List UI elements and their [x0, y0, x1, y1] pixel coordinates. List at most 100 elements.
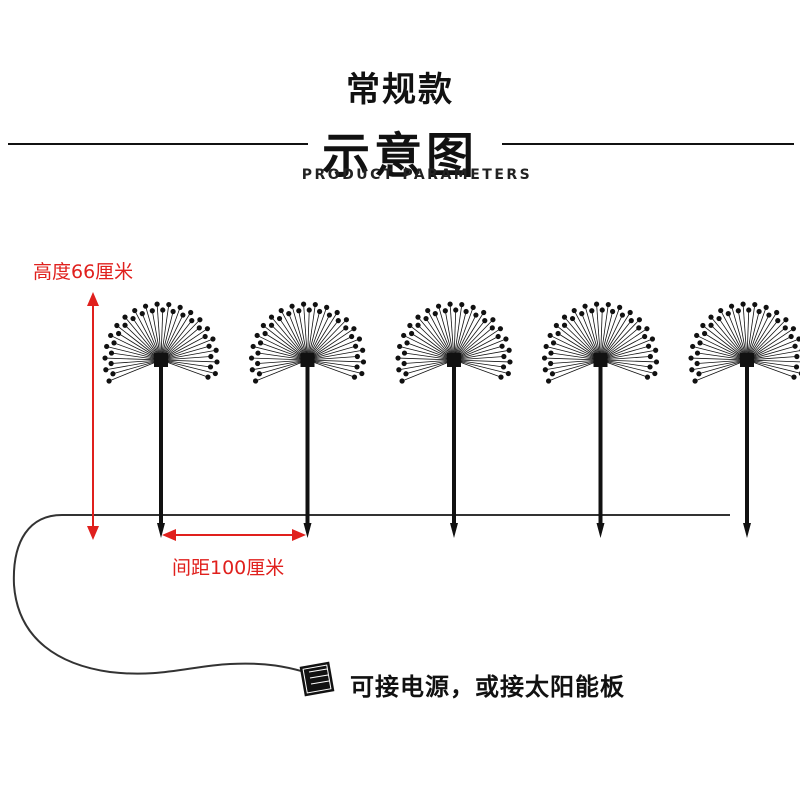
lamp-bead: [550, 340, 557, 346]
lamp-bead: [403, 371, 409, 377]
lamp-bead: [104, 343, 110, 350]
lamp-ray: [746, 310, 750, 361]
lamp-ray: [307, 359, 364, 363]
lamp-bead: [103, 367, 109, 373]
lamp-ray: [720, 310, 748, 361]
lamp-bead: [111, 340, 117, 346]
lamp-ray: [257, 352, 308, 361]
lamp-bead: [506, 347, 512, 353]
lamp-ray: [111, 352, 162, 361]
lamp-bead: [425, 307, 431, 314]
lamp-ray: [698, 359, 748, 375]
lamp-bead: [647, 353, 653, 360]
lamp-bead: [214, 359, 220, 365]
lamp-bead: [498, 374, 504, 380]
lamp-bead: [401, 360, 407, 367]
lamp-ray: [453, 307, 474, 361]
lamp-bead: [149, 308, 155, 314]
lamp-ray: [307, 345, 356, 361]
lamp-bead: [122, 314, 128, 320]
lamp-bead: [619, 312, 626, 318]
lamp-bead: [694, 360, 700, 367]
lamp-ray: [453, 336, 499, 361]
lamp-ray: [298, 310, 308, 361]
lamp-bead: [796, 336, 800, 342]
lamp-ray: [307, 310, 310, 361]
lamp-stake: [159, 367, 163, 527]
lamp-bead: [652, 370, 658, 377]
lamp-bead: [692, 378, 698, 384]
lamp-bead: [644, 374, 651, 380]
lamp-bead: [793, 364, 800, 370]
lamp-ray: [145, 306, 162, 361]
lamp-ray: [307, 349, 363, 361]
lamp-ray: [427, 310, 455, 361]
lamp-bead: [257, 340, 264, 346]
lamp-ray: [264, 333, 308, 361]
lamp-ray: [260, 342, 308, 361]
lamp-bead: [500, 364, 507, 370]
lamp-ray: [600, 312, 631, 361]
lamp-bead: [507, 359, 513, 365]
lamp-ray: [444, 310, 455, 361]
lamp-bead: [108, 332, 114, 339]
lamp-bead: [248, 355, 255, 361]
lamp-bead: [139, 311, 145, 317]
lamp-hub: [740, 353, 754, 367]
lamp-ray: [600, 328, 648, 361]
lamp-bead: [708, 322, 714, 328]
lamp-ray: [553, 342, 601, 361]
title-rule-right: [502, 143, 794, 145]
lamp-bead: [752, 301, 758, 308]
lamp-ray: [600, 307, 621, 361]
lamp-ray: [731, 306, 748, 361]
lamp-ray: [564, 316, 601, 361]
lamp-bead: [689, 367, 695, 373]
lamp-ray: [141, 313, 162, 361]
lamp-ray: [710, 316, 748, 361]
lamp-bead: [499, 343, 505, 349]
lamp-bead: [160, 307, 166, 313]
power-cable: [12, 514, 730, 675]
lamp-bead: [296, 308, 302, 314]
lamp-bead: [114, 322, 120, 329]
lamp-ray: [160, 338, 214, 361]
lamp-bead: [589, 308, 595, 314]
lamp-bead: [545, 378, 552, 384]
lamp-bead: [276, 315, 283, 322]
lamp-bead: [401, 332, 407, 339]
lamp-ray: [600, 349, 656, 361]
lamp-ray: [160, 314, 184, 361]
lamp-bead: [791, 374, 797, 380]
lamp-bead: [300, 301, 307, 307]
lamp-stake: [745, 367, 749, 527]
lamp-ray: [742, 304, 748, 361]
lamp-bead: [102, 355, 108, 361]
lamp-bead: [213, 347, 219, 353]
lamp-bead: [700, 322, 706, 329]
lamp-bead: [649, 336, 656, 342]
lamp-bead: [792, 343, 798, 349]
lamp-bead: [407, 322, 413, 329]
lamp-bead: [286, 311, 292, 317]
lamp-bead: [360, 359, 367, 365]
lamp-ray: [411, 333, 455, 361]
lamp-bead: [312, 301, 318, 308]
lamp-bead: [453, 307, 459, 313]
lamp-bead: [122, 322, 128, 328]
lamp-bead: [106, 378, 112, 384]
height-label: 高度66厘米: [33, 261, 134, 283]
lamp-ray: [550, 359, 601, 364]
lamp-bead: [324, 304, 330, 310]
lamp-ray: [453, 338, 507, 361]
lamp-ray: [160, 359, 211, 368]
lamp-ray: [406, 342, 455, 361]
stake-tip-icon: [743, 523, 751, 538]
lamp-ray: [548, 359, 601, 382]
lamp-bead: [547, 332, 553, 339]
lamp-bead: [718, 307, 724, 314]
lamp-ray: [263, 325, 308, 361]
lamp-bead: [688, 355, 694, 361]
lamp-ray: [307, 311, 320, 361]
